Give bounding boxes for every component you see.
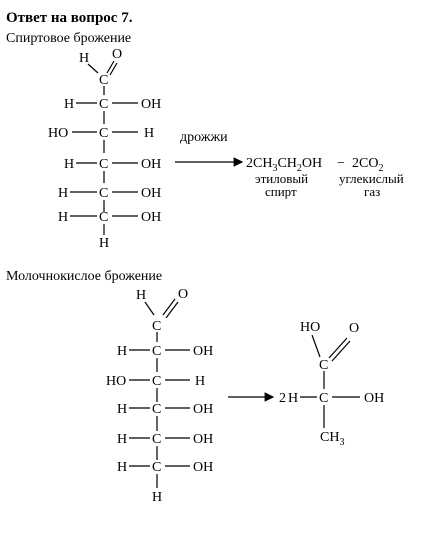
carbon-1: C [99, 73, 108, 88]
minus-sign: − [337, 156, 345, 171]
lactic-acid-structure: HO O C 2 H C OH CH3 [279, 320, 384, 448]
product-h: H [288, 391, 298, 406]
aldehyde-h: H [79, 51, 89, 66]
lactic-row4-right: OH [193, 432, 213, 447]
product-carbon-mid: C [319, 391, 328, 406]
lactic-row1-right: OH [193, 344, 213, 359]
lactic-row4-carbon: C [152, 432, 161, 447]
lactic-row2-right: H [195, 374, 205, 389]
lactic-row5-right: OH [193, 460, 213, 475]
aldehyde-o: O [112, 47, 122, 62]
product-oh: OH [364, 391, 384, 406]
product-coefficient: 2 [279, 391, 286, 406]
lactic-row4-left: H [117, 432, 127, 447]
row5-left: H [58, 210, 68, 225]
alcoholic-heading: Спиртовое брожение [6, 31, 131, 46]
alcoholic-glucose-structure: H O C H C OH HO C H H C OH H C OH [48, 47, 161, 251]
row3-carbon: C [99, 157, 108, 172]
row5-carbon: C [99, 210, 108, 225]
lactic-row2-carbon: C [152, 374, 161, 389]
product-ch3: CH3 [320, 430, 344, 448]
lactic-row3-right: OH [193, 402, 213, 417]
lactic-row5-carbon: C [152, 460, 161, 475]
ethanol-name-line1: этиловый [255, 171, 308, 186]
lactic-row2-left: HO [106, 374, 126, 389]
lactic-row1-carbon: C [152, 344, 161, 359]
row4-carbon: C [99, 186, 108, 201]
lactic-aldehyde-h: H [136, 288, 146, 303]
row2-left: HO [48, 126, 68, 141]
page-title: Ответ на вопрос 7. [6, 10, 133, 26]
ethanol-formula: 2CH3CH2OH [246, 156, 322, 174]
product-o: O [349, 321, 359, 336]
row4-right: OH [141, 186, 161, 201]
catalyst-label: дрожжи [180, 130, 228, 145]
lactic-heading: Молочнокислое брожение [6, 269, 162, 284]
bottom-h: H [99, 236, 109, 251]
row1-carbon: C [99, 97, 108, 112]
ethanol-name-line2: спирт [265, 184, 297, 199]
co2-name-line1: углекислый [339, 171, 404, 186]
row2-right: H [144, 126, 154, 141]
lactic-bottom-h: H [152, 490, 162, 505]
lactic-carbon-1: C [152, 319, 161, 334]
row1-left: H [64, 97, 74, 112]
row3-right: OH [141, 157, 161, 172]
lactic-row1-left: H [117, 344, 127, 359]
row5-right: OH [141, 210, 161, 225]
lactic-aldehyde-o: O [178, 287, 188, 302]
row3-left: H [64, 157, 74, 172]
row1-right: OH [141, 97, 161, 112]
lactic-glucose-structure: H O C H C OH HO C H H C OH H C OH [106, 287, 213, 505]
lactic-row5-left: H [117, 460, 127, 475]
product-carbon-top: C [319, 358, 328, 373]
co2-name-line2: газ [364, 184, 380, 199]
row2-carbon: C [99, 126, 108, 141]
lactic-row3-carbon: C [152, 402, 161, 417]
row4-left: H [58, 186, 68, 201]
co2-formula: 2CO2 [352, 156, 383, 174]
lactic-row3-left: H [117, 402, 127, 417]
product-ho: HO [300, 320, 320, 335]
